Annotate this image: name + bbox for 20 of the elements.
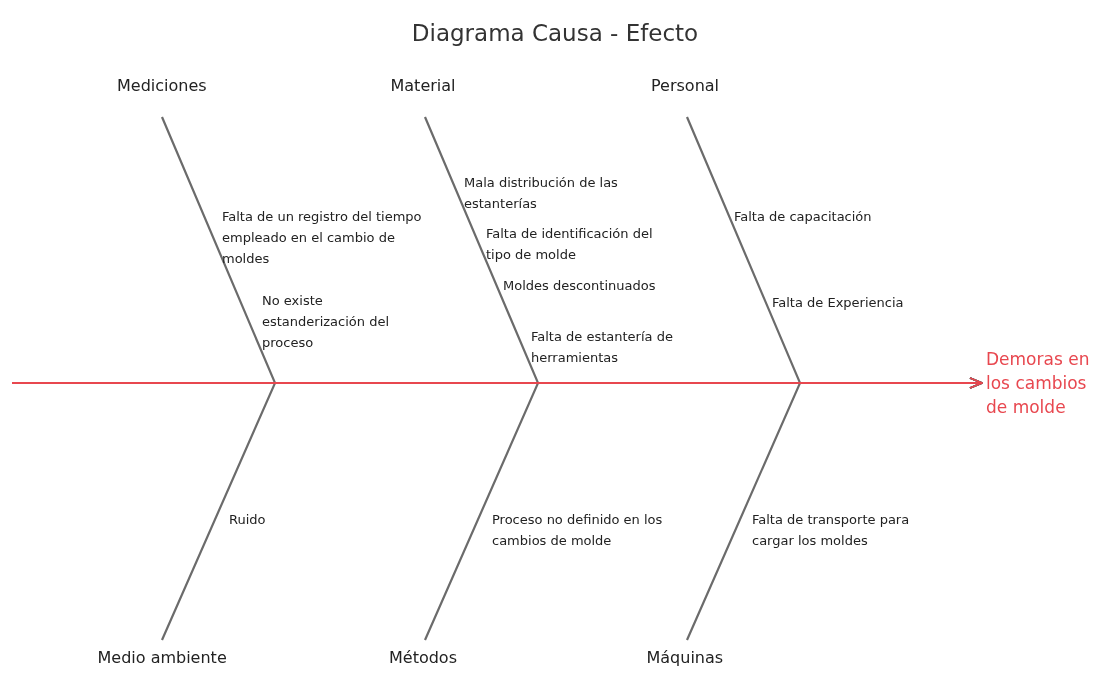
diagram-title: Diagrama Causa - Efecto <box>410 20 700 46</box>
cause-text: Falta de un registro del tiempo empleado en el cambio de moldes <box>222 208 422 268</box>
effect-label: Demoras en los cambios de molde <box>986 347 1096 419</box>
category-label: Máquinas <box>646 648 724 667</box>
spine-arrow <box>11 377 983 389</box>
category-label: Personal <box>651 76 719 95</box>
cause-text: Moldes descontinuados <box>503 277 657 295</box>
category-label: Medio ambiente <box>97 648 227 667</box>
category-label: Métodos <box>389 648 457 667</box>
cause-text: No existe estanderización del proceso <box>262 292 391 352</box>
cause-text: Falta de identificación del tipo de molde <box>486 225 654 264</box>
category-label: Material <box>390 76 456 95</box>
cause-text: Falta de capacitación <box>734 208 873 226</box>
cause-text: Ruido <box>229 511 267 529</box>
cause-text: Mala distribución de las estanterías <box>464 174 619 213</box>
category-label: Mediciones <box>117 76 207 95</box>
cause-text: Falta de transporte para cargar los moldes <box>752 511 911 550</box>
cause-text: Falta de estantería de herramientas <box>531 328 674 367</box>
cause-text: Proceso no definido en los cambios de molde <box>492 511 664 550</box>
cause-text: Falta de Experiencia <box>772 294 905 312</box>
